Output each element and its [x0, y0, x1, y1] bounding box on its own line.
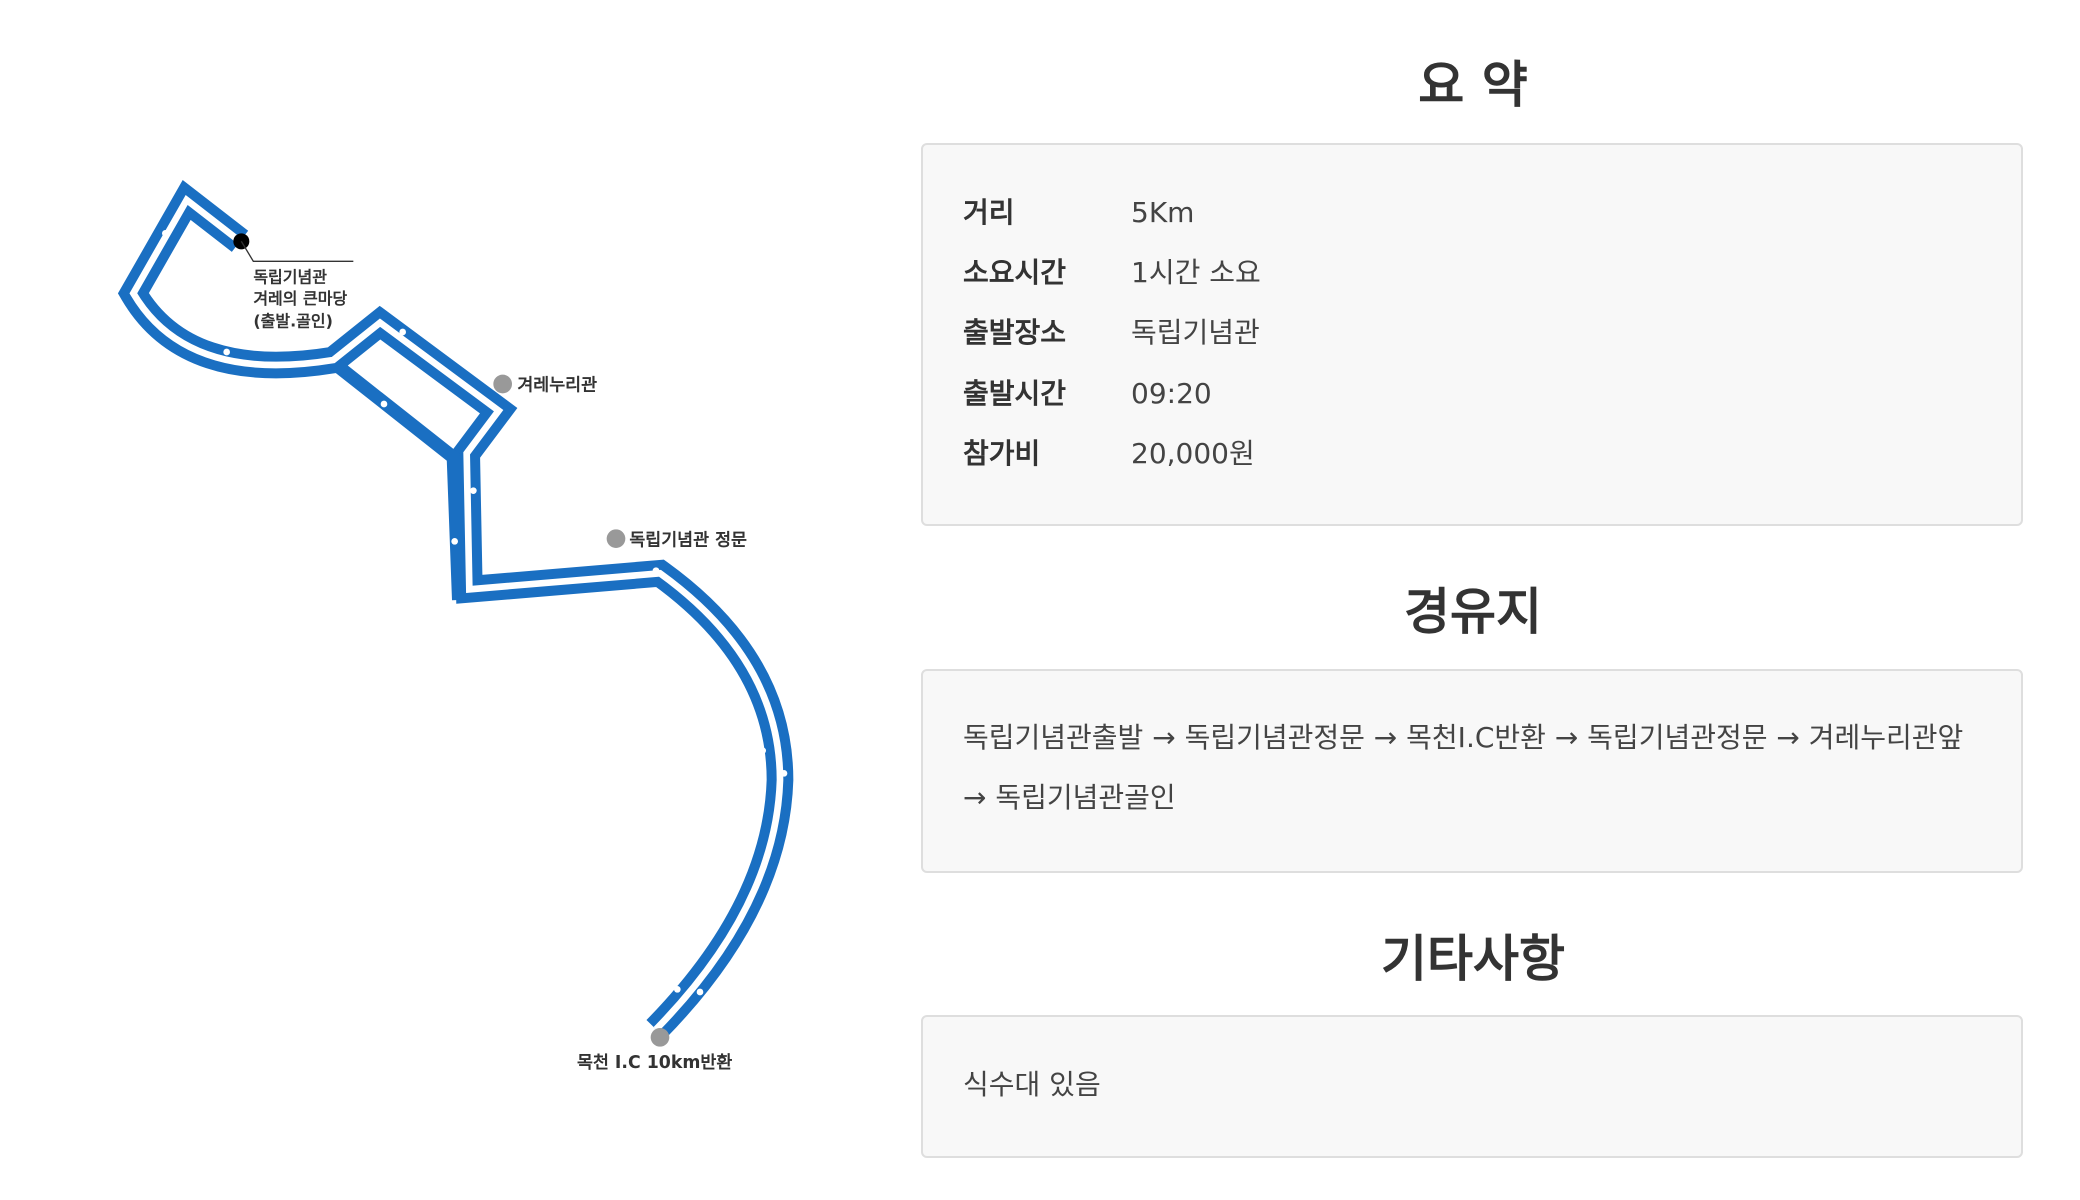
waypoint-marker	[606, 529, 626, 548]
row-value: 09:20	[1131, 377, 1212, 410]
summary-title: 요 약	[1418, 56, 1528, 114]
row-label: 출발시간	[963, 377, 1067, 410]
turnaround-marker	[650, 1028, 670, 1047]
waypoint-label-main-gate: 독립기념관 정문	[629, 529, 747, 550]
row-label: 참가비	[963, 437, 1041, 470]
row-value: 1시간 소요	[1131, 256, 1261, 289]
notes-card: 식수대 있음	[921, 1015, 2023, 1158]
waypoints-title: 경유지	[1404, 583, 1542, 641]
waypoint-label-gyeorenuri: 겨레누리관	[517, 376, 597, 396]
waypoint-marker	[493, 374, 512, 394]
notes-text: 식수대 있음	[963, 1068, 1101, 1101]
start-label: 독립기념관 겨레의 큰마당 (출발.골인)	[253, 268, 352, 331]
notes-title: 기타사항	[1381, 930, 1565, 988]
start-leader-line	[240, 240, 354, 262]
route-line	[117, 180, 794, 1039]
row-value: 독립기념관	[1131, 316, 1260, 349]
row-value: 20,000원	[1131, 437, 1255, 470]
course-map: 독립기념관 겨레의 큰마당 (출발.골인) 겨레누리관 독립기념관 정문 목천 …	[117, 180, 794, 1073]
row-label: 소요시간	[963, 256, 1067, 289]
waypoints-text: 독립기념관출발 → 독립기념관정문 → 목천I.C반환 → 독립기념관정문 → …	[963, 721, 1964, 814]
summary-card: 거리 5Km 소요시간 1시간 소요 출발장소 독립기념관 출발시간 09:20…	[921, 143, 2023, 526]
row-value: 5Km	[1131, 196, 1195, 229]
direction-arrows	[162, 230, 788, 996]
row-label: 거리	[963, 196, 1015, 229]
turnaround-label: 목천 I.C 10km반환	[577, 1053, 732, 1073]
row-label: 출발장소	[963, 316, 1067, 349]
waypoints-card: 독립기념관출발 → 독립기념관정문 → 목천I.C반환 → 독립기념관정문 → …	[921, 669, 2023, 873]
